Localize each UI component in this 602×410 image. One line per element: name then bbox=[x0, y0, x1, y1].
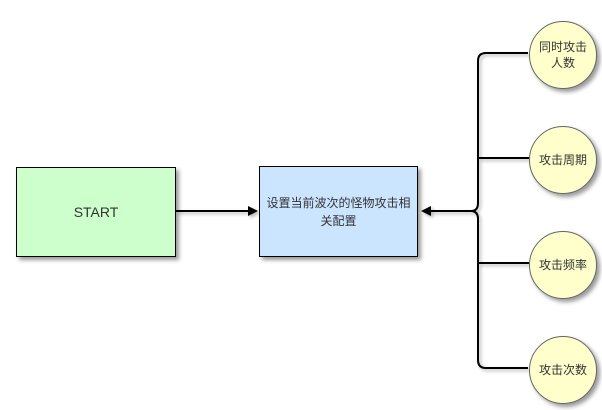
start-node[interactable]: START bbox=[16, 167, 176, 257]
config-node-label: 攻击频率 bbox=[538, 258, 587, 272]
config-node-attack-frequency[interactable]: 攻击频率 bbox=[529, 231, 597, 299]
config-node-attack-cycle[interactable]: 攻击周期 bbox=[529, 126, 597, 194]
config-node-label: 攻击次数 bbox=[538, 363, 587, 377]
start-node-label: START bbox=[73, 204, 119, 220]
config-node-label: 攻击周期 bbox=[538, 153, 587, 167]
brace-connector bbox=[470, 52, 528, 369]
arrow-start-to-process bbox=[176, 206, 258, 216]
arrow-brace-to-process bbox=[421, 206, 472, 216]
process-node[interactable]: 设置当前波次的怪物攻击相关配置 bbox=[259, 166, 418, 257]
config-node-attack-count[interactable]: 攻击次数 bbox=[529, 336, 597, 404]
config-node-simultaneous-attackers[interactable]: 同时攻击人数 bbox=[529, 21, 597, 89]
process-node-label: 设置当前波次的怪物攻击相关配置 bbox=[266, 195, 411, 228]
config-node-label: 同时攻击人数 bbox=[538, 40, 587, 70]
